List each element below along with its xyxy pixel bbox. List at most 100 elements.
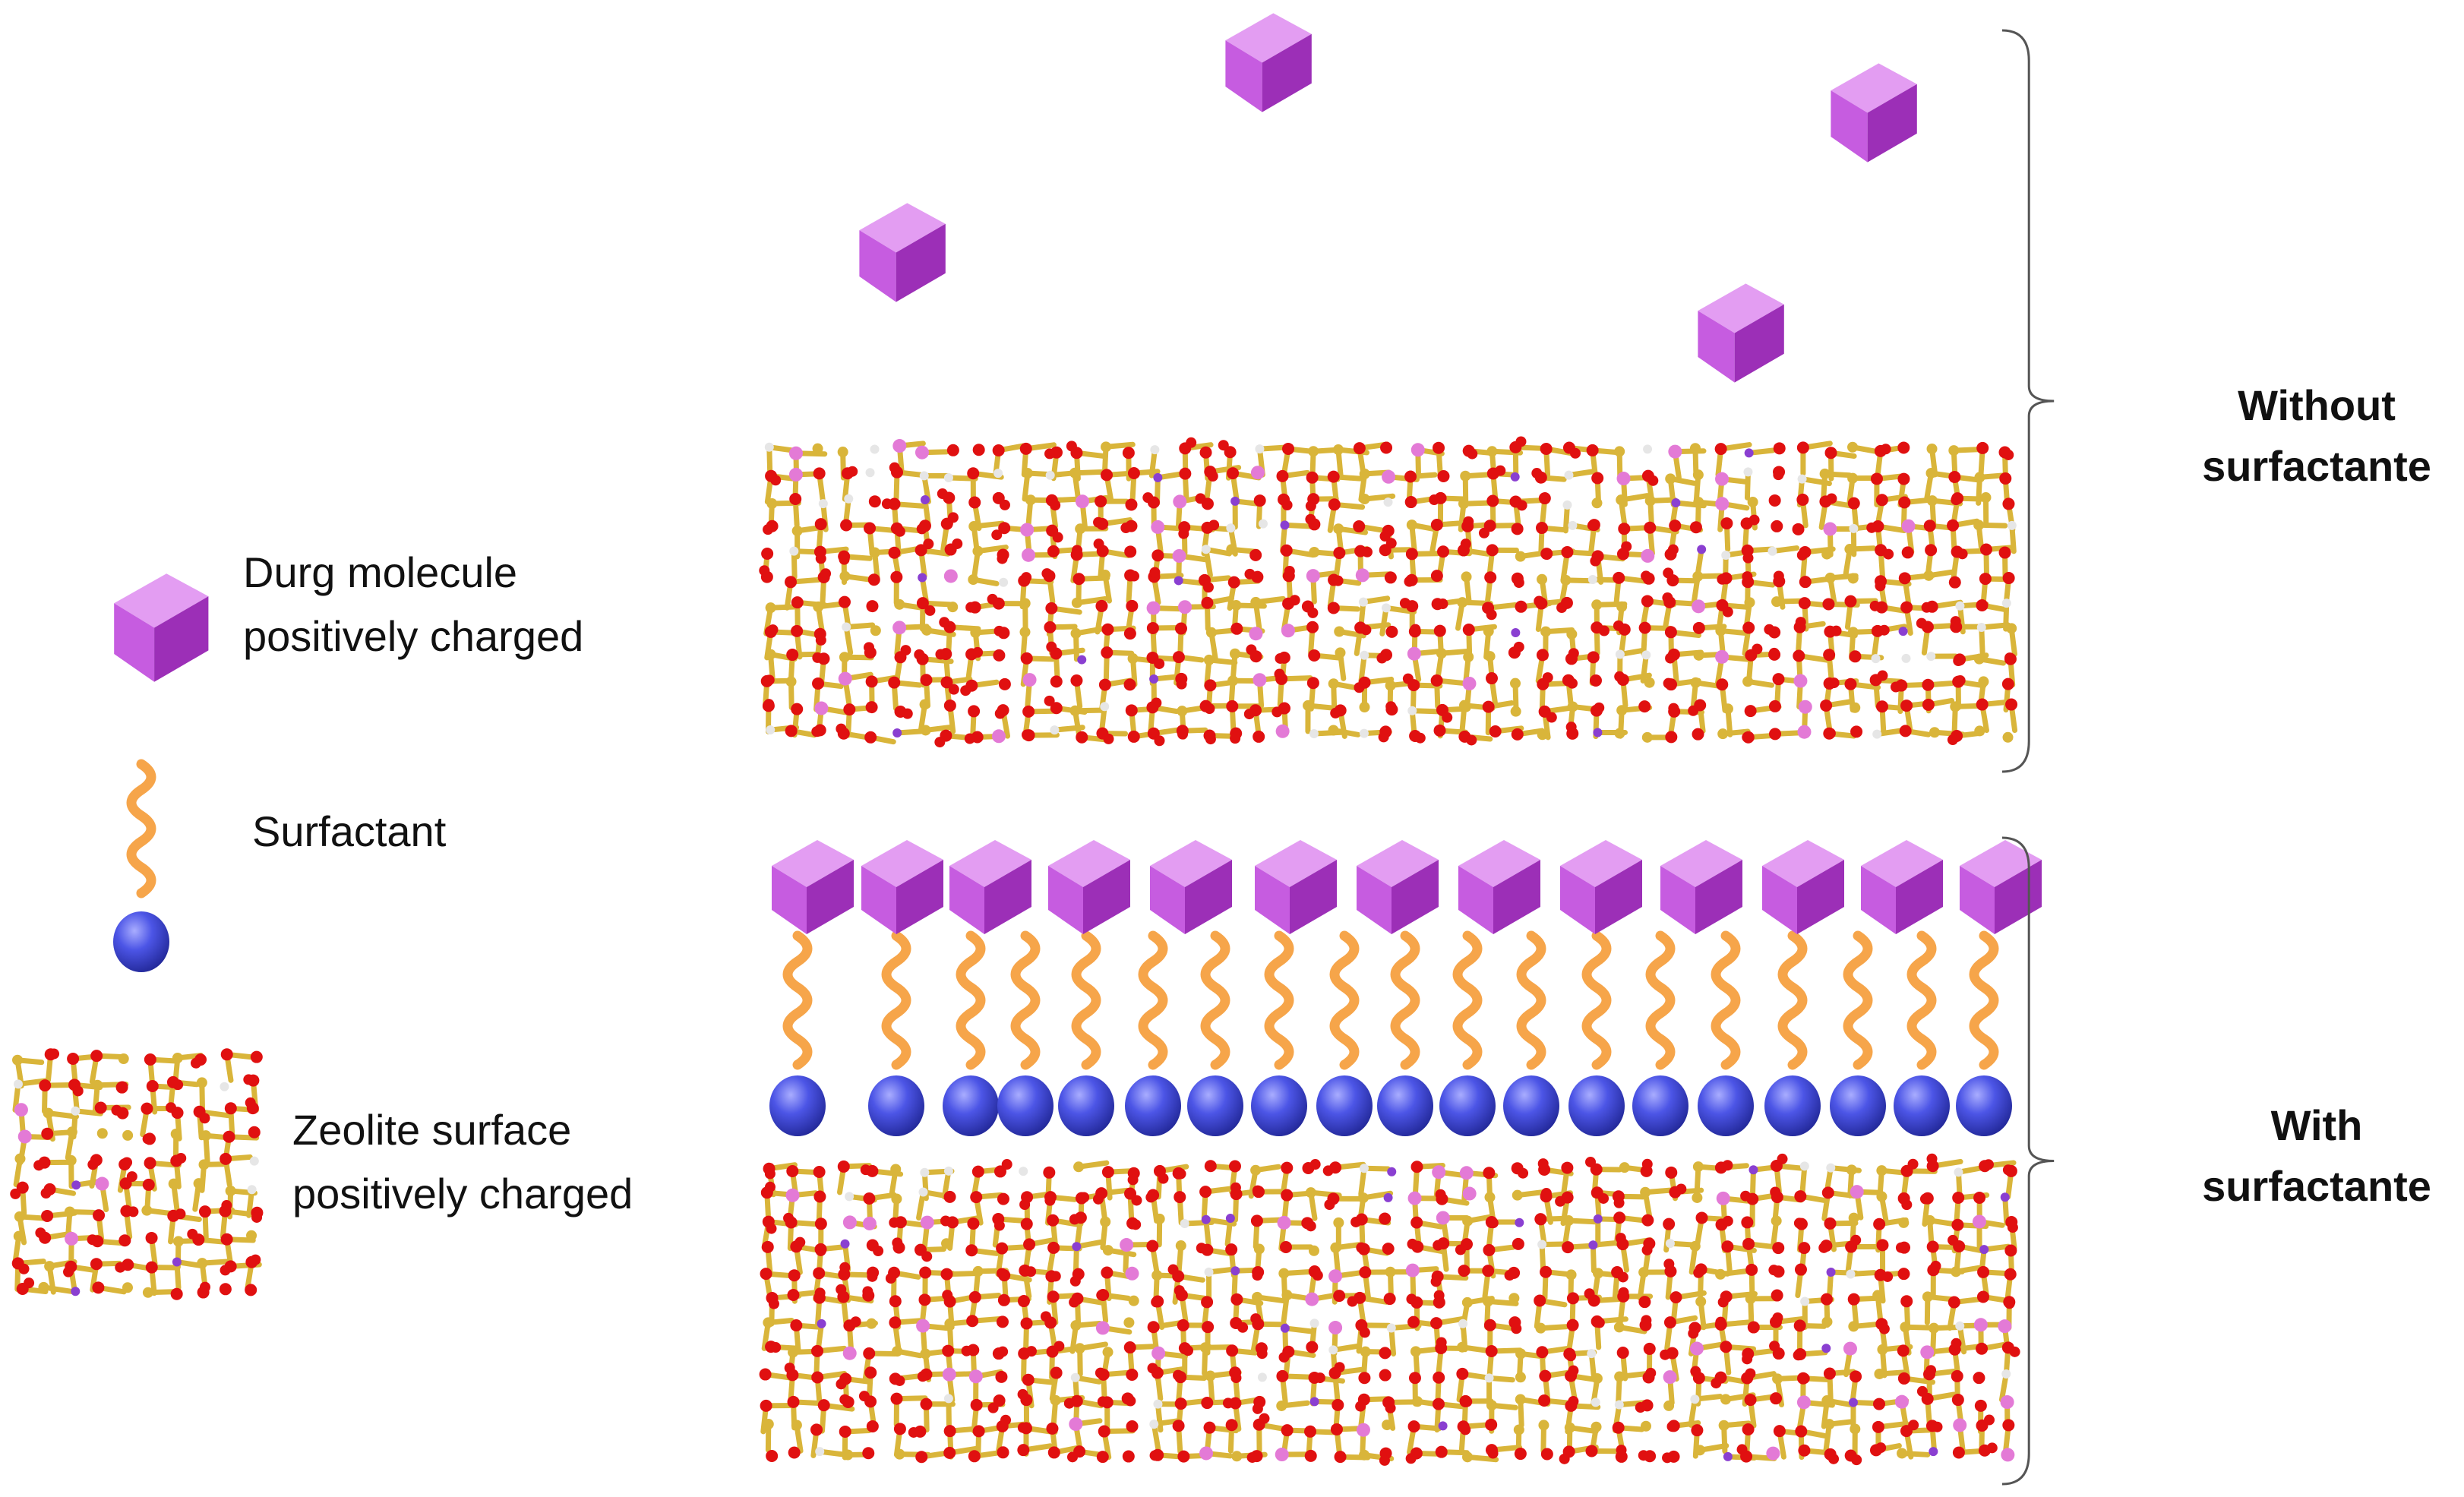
cube-top-face bbox=[859, 203, 946, 253]
surfactant-tail bbox=[1452, 930, 1483, 1070]
surfactant-head bbox=[1698, 1075, 1754, 1136]
adsorbed-drug-molecule bbox=[1150, 840, 1232, 934]
drug-molecule bbox=[1831, 63, 1917, 163]
adsorbed-drug-molecule bbox=[1458, 840, 1540, 934]
surfactant-molecule bbox=[1698, 930, 1754, 1136]
legend-zeolite-icon bbox=[10, 1048, 264, 1300]
surfactant-tail bbox=[1264, 930, 1294, 1070]
cube-left-face bbox=[1698, 311, 1735, 383]
surfactant-tail bbox=[1071, 930, 1101, 1070]
surfactant-molecule bbox=[1568, 930, 1625, 1136]
surfactant-molecule bbox=[1316, 930, 1373, 1136]
cube-right-face bbox=[1595, 860, 1642, 934]
surfactant-head bbox=[1251, 1075, 1307, 1136]
legend-surfactant-label: Surfactant bbox=[252, 800, 446, 864]
cube-right-face bbox=[896, 860, 943, 934]
bracket-without-surfactant bbox=[2001, 29, 2055, 773]
bracket-with-surfactant bbox=[2001, 836, 2055, 1486]
cube-top-face bbox=[1150, 840, 1232, 887]
cube-right-face bbox=[1695, 860, 1742, 934]
legend-drug-label: Durg molecule positively charged bbox=[243, 541, 583, 668]
surfactant-head bbox=[769, 1075, 826, 1136]
cube-top-face bbox=[1960, 840, 2042, 887]
surfactant-tail bbox=[1581, 930, 1612, 1070]
group-without-label: Without surfactante bbox=[2188, 375, 2446, 497]
drug-molecule bbox=[1225, 13, 1312, 112]
cube-right-face bbox=[1867, 84, 1917, 163]
group-without-line1: Without bbox=[2238, 381, 2396, 429]
surfactant-tail bbox=[881, 930, 911, 1070]
cube-top-face bbox=[949, 840, 1031, 887]
surfactant-molecule bbox=[1503, 930, 1559, 1136]
legend-zeolite-line2: positively charged bbox=[292, 1170, 633, 1217]
surfactant-molecule bbox=[1058, 930, 1114, 1136]
cube-left-face bbox=[114, 603, 155, 682]
legend-drug-icon bbox=[114, 573, 209, 682]
cube-left-face bbox=[1831, 90, 1868, 163]
surfactant-molecule bbox=[997, 930, 1054, 1136]
cube-right-face bbox=[1290, 860, 1337, 934]
surfactant-head bbox=[1830, 1075, 1886, 1136]
surfactant-head bbox=[113, 911, 169, 972]
cube-left-face bbox=[772, 866, 807, 934]
legend-zeolite-label: Zeolite surface positively charged bbox=[292, 1098, 633, 1226]
cube-left-face bbox=[1255, 866, 1290, 934]
adsorbed-drug-molecule bbox=[1560, 840, 1642, 934]
surfactant-molecule bbox=[1830, 930, 1886, 1136]
cube-left-face bbox=[949, 866, 984, 934]
zeolite-slab-upper bbox=[759, 436, 2018, 748]
cube-left-face bbox=[1861, 866, 1896, 934]
surfactant-head bbox=[1377, 1075, 1433, 1136]
cube-top-face bbox=[1698, 283, 1784, 333]
surfactant-head bbox=[1439, 1075, 1496, 1136]
surfactant-head bbox=[943, 1075, 999, 1136]
group-without-line2: surfactante bbox=[2202, 442, 2431, 490]
surfactant-tail bbox=[1843, 930, 1873, 1070]
surfactant-tail bbox=[1906, 930, 1937, 1070]
surfactant-head bbox=[868, 1075, 924, 1136]
cube-top-face bbox=[1048, 840, 1130, 887]
adsorbed-drug-molecule bbox=[1861, 840, 1943, 934]
surfactant-tail bbox=[1777, 930, 1808, 1070]
surfactant-molecule bbox=[1764, 930, 1821, 1136]
cube-top-face bbox=[1458, 840, 1540, 887]
surfactant-molecule bbox=[868, 930, 924, 1136]
cube-right-face bbox=[1392, 860, 1439, 934]
cube-left-face bbox=[1762, 866, 1797, 934]
surfactant-tail bbox=[1138, 930, 1168, 1070]
group-with-label: With surfactante bbox=[2188, 1095, 2446, 1217]
surfactant-head bbox=[997, 1075, 1054, 1136]
adsorbed-drug-molecule bbox=[1762, 840, 1844, 934]
legend-drug-line1: Durg molecule bbox=[243, 548, 518, 596]
surfactant-head bbox=[1125, 1075, 1181, 1136]
zeolite-slab-lower bbox=[759, 1153, 2020, 1466]
surfactant-tail bbox=[1969, 930, 1999, 1070]
cube-top-face bbox=[1762, 840, 1844, 887]
adsorbed-drug-molecule bbox=[861, 840, 943, 934]
cube-left-face bbox=[1458, 866, 1493, 934]
cube-top-face bbox=[1357, 840, 1439, 887]
surfactant-molecule bbox=[1187, 930, 1243, 1136]
surfactant-tail bbox=[1010, 930, 1041, 1070]
cube-top-face bbox=[1831, 63, 1917, 113]
legend-surfactant-icon bbox=[113, 759, 169, 972]
surfactant-head bbox=[1187, 1075, 1243, 1136]
cube-right-face bbox=[1083, 860, 1130, 934]
cube-right-face bbox=[1797, 860, 1844, 934]
surfactant-tail bbox=[1711, 930, 1741, 1070]
surfactant-head bbox=[1058, 1075, 1114, 1136]
cube-top-face bbox=[861, 840, 943, 887]
cube-left-face bbox=[1960, 866, 1995, 934]
cube-right-face bbox=[154, 596, 209, 682]
surfactant-tail bbox=[126, 759, 156, 899]
cube-top-face bbox=[772, 840, 854, 887]
cube-right-face bbox=[1493, 860, 1540, 934]
cube-left-face bbox=[859, 230, 896, 302]
adsorbed-drug-molecule bbox=[949, 840, 1031, 934]
adsorbed-drug-molecule bbox=[1255, 840, 1337, 934]
cube-left-face bbox=[861, 866, 896, 934]
drug-molecule bbox=[859, 203, 946, 302]
legend-zeolite-line1: Zeolite surface bbox=[292, 1106, 572, 1154]
